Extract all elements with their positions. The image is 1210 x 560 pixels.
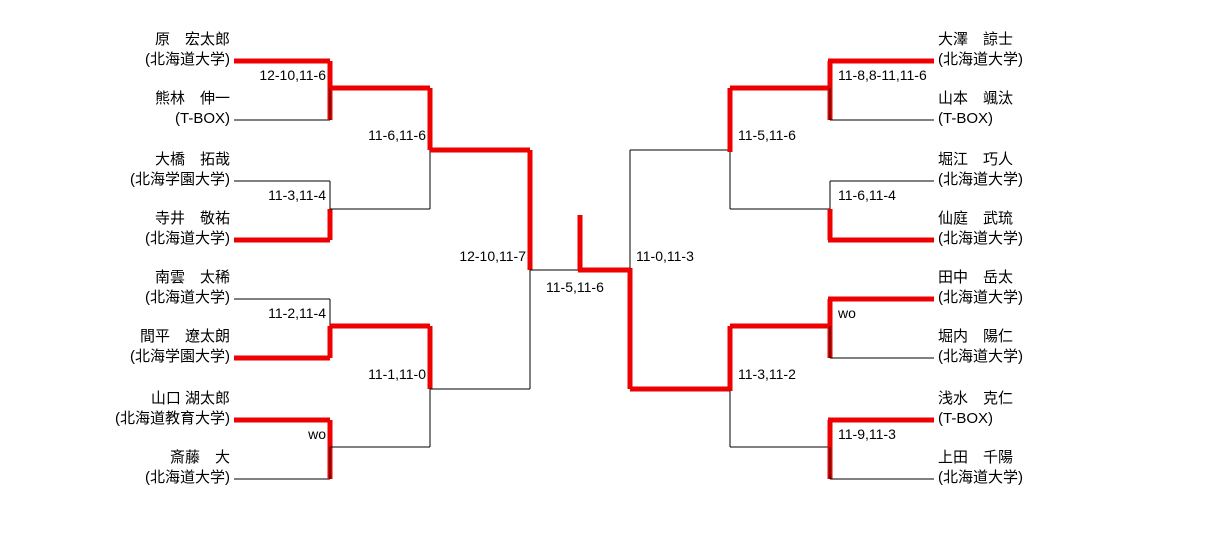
player-entry-p12: 仙庭 武琉 (北海道大学) xyxy=(938,209,1023,249)
player-entry-p6: 間平 遼太朗 (北海学園大学) xyxy=(130,327,230,367)
player-name: 堀江 巧人 xyxy=(938,151,1014,168)
player-name: 斎藤 大 xyxy=(169,449,230,466)
player-affiliation: (T-BOX) xyxy=(175,110,230,127)
player-entry-p8: 斎藤 大 (北海道大学) xyxy=(145,448,230,488)
player-entry-p7: 山口 湖太郎 (北海道教育大学) xyxy=(115,389,230,429)
match-score-m5: 11-8,8-11,11-6 xyxy=(838,67,927,83)
player-name: 上田 千陽 xyxy=(938,449,1014,466)
player-affiliation: (T-BOX) xyxy=(938,410,993,427)
player-name: 南雲 太稀 xyxy=(154,269,230,286)
player-entry-p3: 大橋 拓哉 (北海学園大学) xyxy=(130,150,230,190)
player-affiliation: (北海道大学) xyxy=(145,230,230,247)
player-name: 原 宏太郎 xyxy=(154,31,230,48)
player-name: 大橋 拓哉 xyxy=(154,151,230,168)
match-score-fin: 11-5,11-6 xyxy=(546,279,604,295)
match-score-sf4: 11-3,11-2 xyxy=(738,366,796,382)
player-name: 間平 遼太朗 xyxy=(139,328,230,345)
match-score-m2: 11-3,11-4 xyxy=(268,187,326,203)
match-score-m4: wo xyxy=(308,426,326,442)
match-score-sf3: 11-5,11-6 xyxy=(738,127,796,143)
match-score-sf1: 11-6,11-6 xyxy=(368,127,426,143)
player-affiliation: (北海道大学) xyxy=(938,289,1023,306)
player-affiliation: (北海道大学) xyxy=(145,469,230,486)
player-name: 寺井 敬祐 xyxy=(154,210,230,227)
player-entry-p16: 上田 千陽 (北海道大学) xyxy=(938,448,1023,488)
player-name: 仙庭 武琉 xyxy=(938,210,1014,227)
match-score-f2: 11-0,11-3 xyxy=(636,248,694,264)
player-affiliation: (北海道大学) xyxy=(938,469,1023,486)
player-entry-p15: 浅水 克仁 (T-BOX) xyxy=(938,389,1013,429)
player-affiliation: (北海道大学) xyxy=(145,51,230,68)
player-affiliation: (北海道教育大学) xyxy=(115,410,230,427)
player-affiliation: (北海道大学) xyxy=(938,230,1023,247)
player-affiliation: (北海道大学) xyxy=(938,51,1023,68)
match-score-f1: 12-10,11-7 xyxy=(459,248,526,264)
player-name: 田中 岳太 xyxy=(938,269,1014,286)
player-name: 山本 颯汰 xyxy=(938,90,1014,107)
match-score-m7: wo xyxy=(838,305,856,321)
player-entry-p2: 熊林 伸一 (T-BOX) xyxy=(155,89,230,129)
match-score-sf2: 11-1,11-0 xyxy=(368,366,426,382)
player-affiliation: (北海学園大学) xyxy=(130,348,230,365)
player-affiliation: (北海道大学) xyxy=(938,348,1023,365)
player-name: 山口 湖太郎 xyxy=(150,390,230,407)
player-entry-p9: 大澤 諒士 (北海道大学) xyxy=(938,30,1023,70)
player-entry-p1: 原 宏太郎 (北海道大学) xyxy=(145,30,230,70)
player-affiliation: (T-BOX) xyxy=(938,110,993,127)
match-score-m6: 11-6,11-4 xyxy=(838,187,896,203)
match-score-m1: 12-10,11-6 xyxy=(259,67,326,83)
player-entry-p11: 堀江 巧人 (北海道大学) xyxy=(938,150,1023,190)
player-entry-p5: 南雲 太稀 (北海道大学) xyxy=(145,268,230,308)
player-affiliation: (北海道大学) xyxy=(938,171,1023,188)
player-entry-p10: 山本 颯汰 (T-BOX) xyxy=(938,89,1013,129)
player-entry-p14: 堀内 陽仁 (北海道大学) xyxy=(938,327,1023,367)
player-name: 熊林 伸一 xyxy=(154,90,230,107)
player-affiliation: (北海道大学) xyxy=(145,289,230,306)
match-score-m8: 11-9,11-3 xyxy=(838,426,896,442)
player-name: 浅水 克仁 xyxy=(938,390,1014,407)
player-name: 堀内 陽仁 xyxy=(938,328,1014,345)
player-entry-p4: 寺井 敬祐 (北海道大学) xyxy=(145,209,230,249)
player-affiliation: (北海学園大学) xyxy=(130,171,230,188)
player-name: 大澤 諒士 xyxy=(938,31,1014,48)
match-score-m3: 11-2,11-4 xyxy=(268,305,326,321)
player-entry-p13: 田中 岳太 (北海道大学) xyxy=(938,268,1023,308)
